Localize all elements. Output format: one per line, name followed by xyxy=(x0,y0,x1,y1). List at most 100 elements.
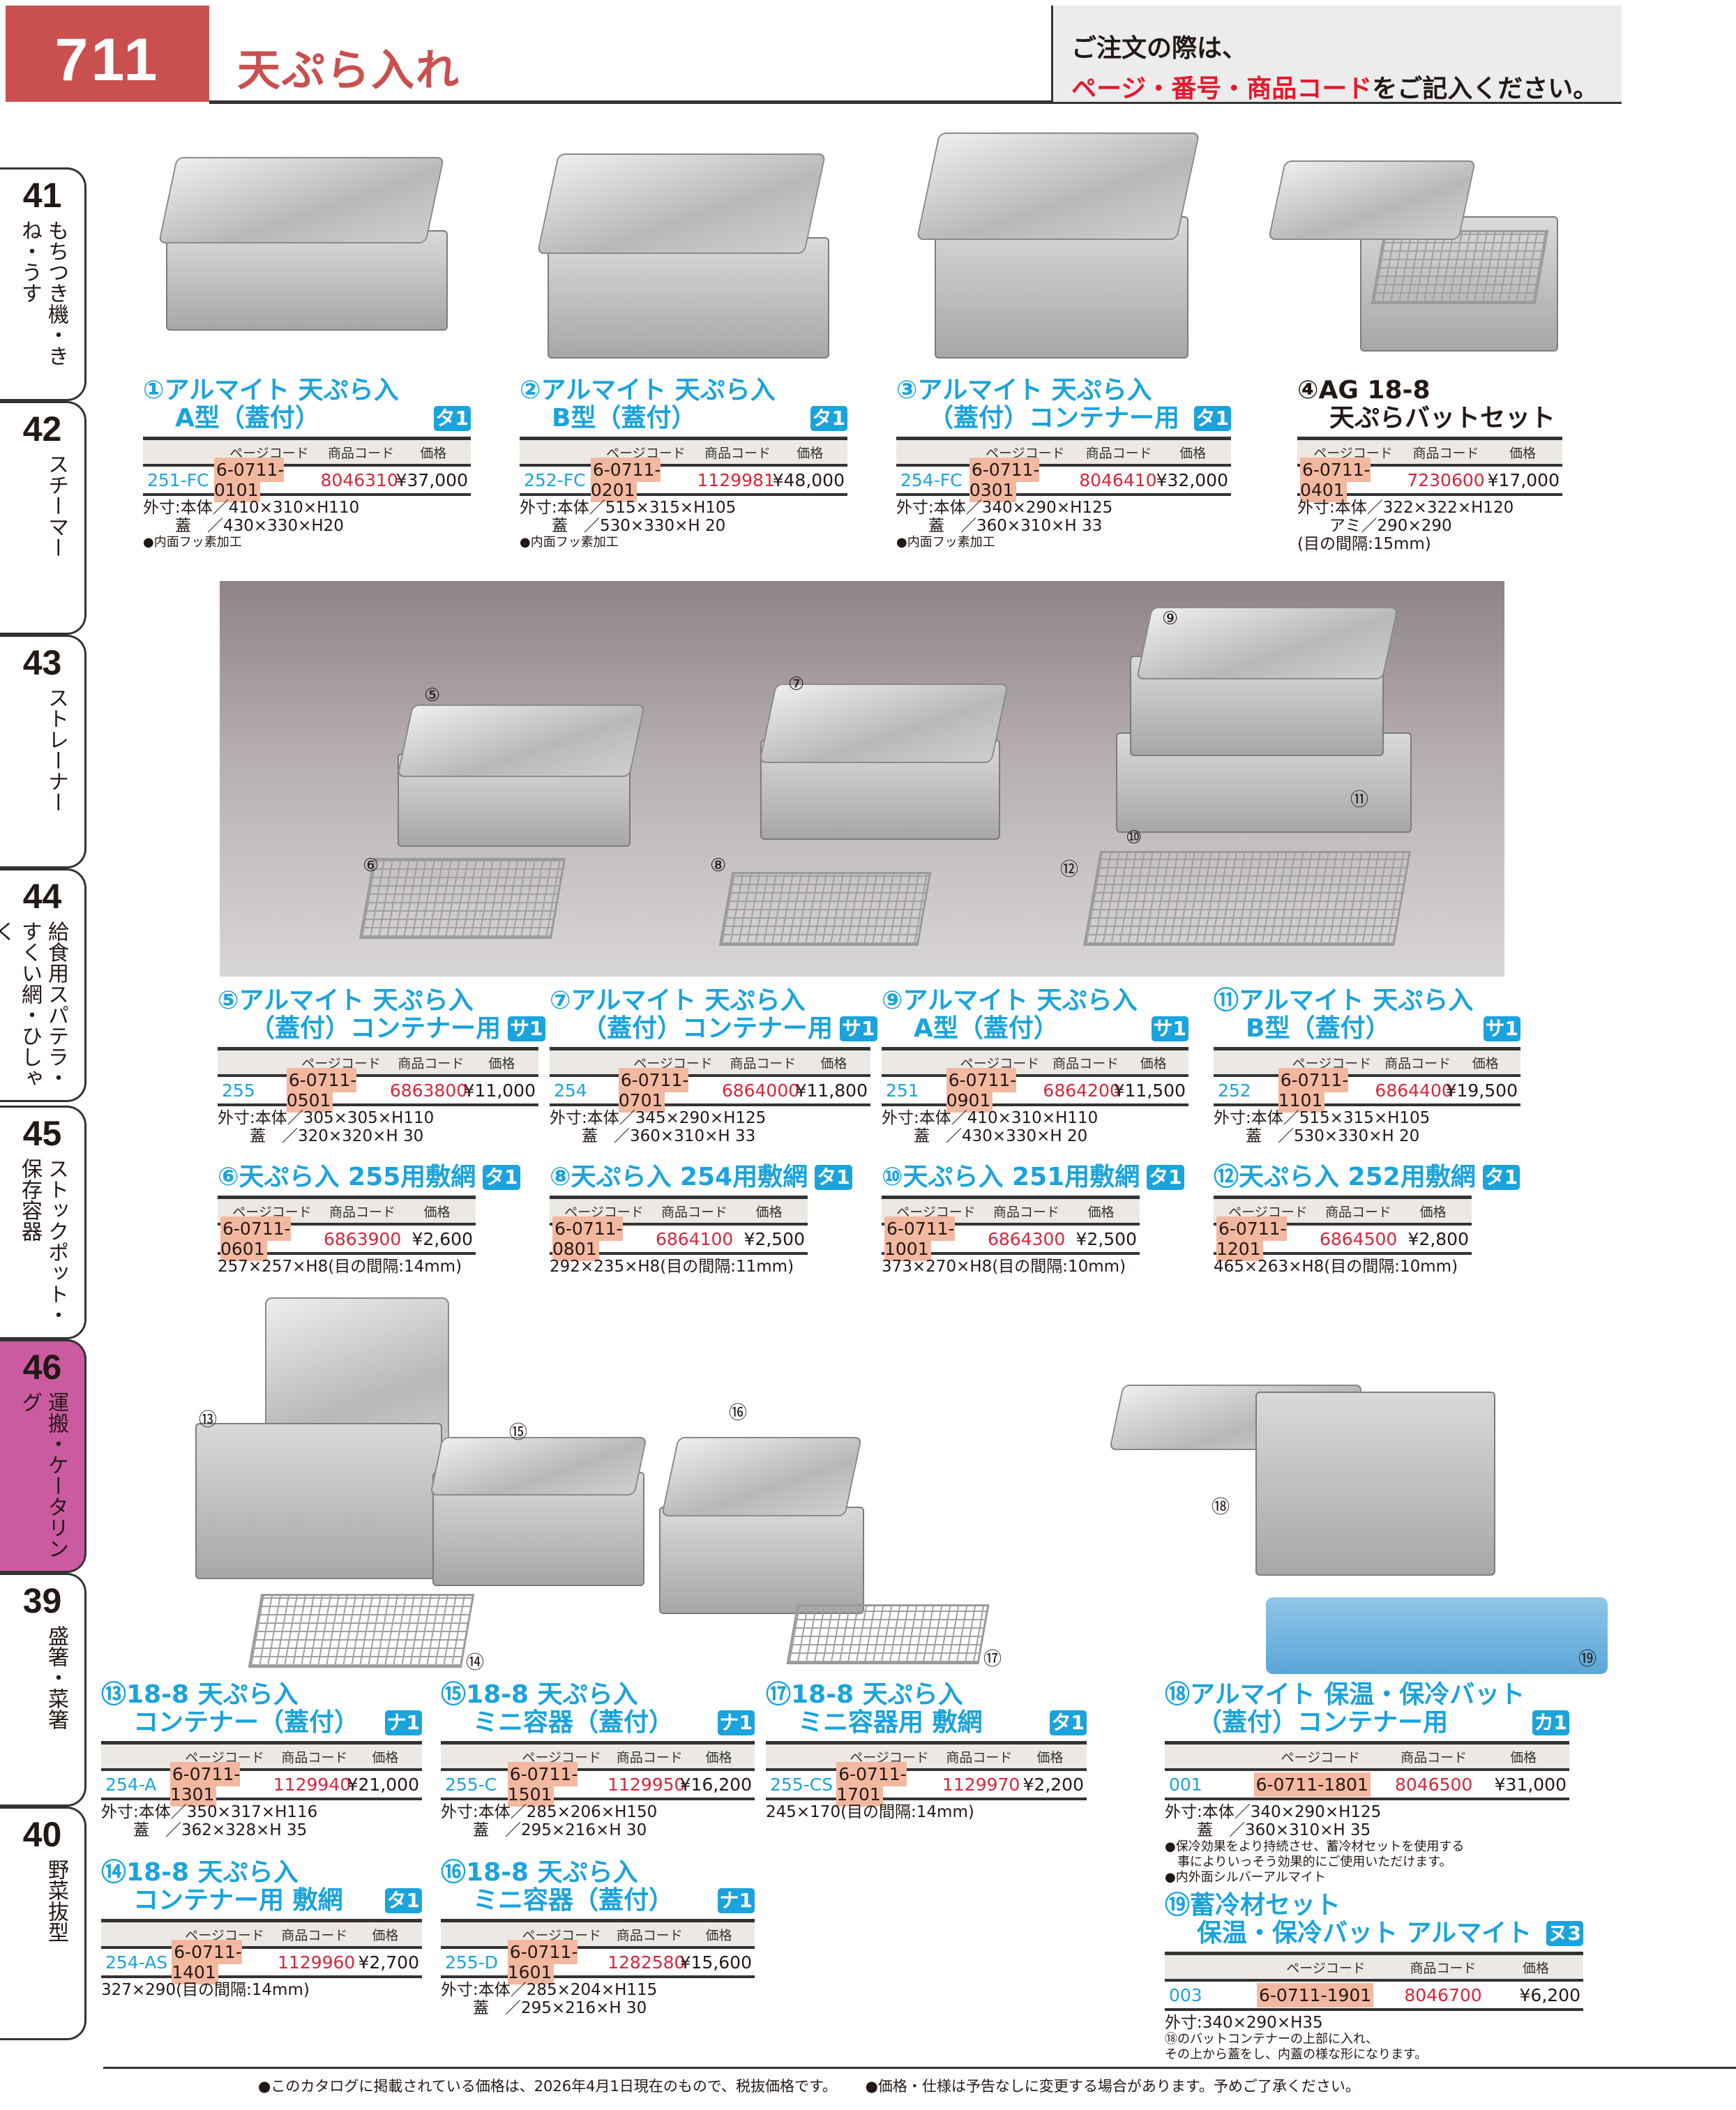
price-table-header: ページコード商品コード価格 xyxy=(896,440,1231,467)
price: ¥11,500 xyxy=(1113,1080,1186,1101)
header-page-code: ページコード xyxy=(633,1055,713,1071)
product-number: ⑩ xyxy=(882,1163,903,1191)
product-specs: 外寸:本体／322×322×H120 アミ／290×290(目の間隔:15mm) xyxy=(1297,499,1562,553)
section-tab-39[interactable]: 39 盛箸・菜箸 xyxy=(0,1573,86,1807)
price: ¥15,600 xyxy=(679,1952,752,1973)
item-code: 8046310 xyxy=(320,469,398,490)
product-title-line: ミニ容器（蓋付） xyxy=(473,1708,674,1737)
callout-10: ⑩ xyxy=(1126,827,1142,848)
catalog-page: 251 xyxy=(886,1080,919,1101)
header-page-code: ページコード xyxy=(522,1927,602,1943)
order-note-highlight: ページ・番号・商品コード xyxy=(1071,75,1373,103)
product-title-line: アルマイト 天ぷら入 xyxy=(903,986,1138,1015)
spec-line: 外寸:本体／285×206×H150 xyxy=(441,1803,658,1821)
price: ¥6,200 xyxy=(1519,1984,1580,2005)
product-title-line: A型（蓋付） xyxy=(175,404,320,432)
header-price: 価格 xyxy=(1140,1055,1167,1071)
product-specs: 外寸:本体／515×315×H105 蓋 ／530×330×H 20 xyxy=(520,499,847,535)
header-item-code: 商品コード xyxy=(616,1927,683,1943)
product-title-line: 18-8 天ぷら入 xyxy=(126,1858,299,1887)
note-line: ●内面フッ素加工 xyxy=(143,535,242,550)
tab-number: 43 xyxy=(22,643,62,682)
tab-number: 39 xyxy=(22,1581,62,1620)
order-note: ご注文の際は、 ページ・番号・商品コードをご記入ください。 xyxy=(1051,6,1622,103)
page-code: 6-0711-1201 xyxy=(1216,1216,1287,1261)
page-code: 6-0711-1501 xyxy=(507,1762,578,1807)
page-code: 6-0711-1101 xyxy=(1278,1068,1349,1113)
spec-line: 蓋 ／295×216×H 30 xyxy=(441,1999,647,2017)
product-number: ⑥ xyxy=(218,1163,239,1191)
spec-line: 327×290(目の間隔:14mm) xyxy=(101,1981,310,1999)
product-number: ⑤ xyxy=(218,986,239,1015)
page-code: 6-0711-1401 xyxy=(172,1940,242,1984)
header-price: 価格 xyxy=(705,1927,732,1943)
spec-line: 245×170(目の間隔:14mm) xyxy=(766,1803,974,1821)
spec-line: 外寸:本体／350×317×H116 xyxy=(101,1803,318,1821)
catalog-page: 255-C xyxy=(445,1774,497,1795)
product-title: ⑬18-8 天ぷら入コンテナー（蓋付）ナ1 xyxy=(101,1681,422,1737)
header-item-code: 商品コード xyxy=(704,445,771,461)
product-specs: 外寸:340×290×H35 xyxy=(1165,2014,1583,2032)
item-code: 1129940 xyxy=(273,1774,352,1795)
footer-note-price: ●このカタログに掲載されている価格は、2026年4月1日現在のもので、税抜価格で… xyxy=(258,2078,837,2095)
supplier-badge: サ1 xyxy=(1483,1016,1520,1041)
spec-line: (目の間隔:15mm) xyxy=(1297,535,1431,553)
price-table-header: ページコード商品コード価格 xyxy=(441,1744,755,1771)
catalog-page: 254-FC xyxy=(900,469,963,490)
item-code: 6864400 xyxy=(1375,1080,1453,1101)
spec-line: 外寸:本体／322×322×H120 xyxy=(1297,499,1514,517)
product-number: ② xyxy=(520,376,541,405)
product-title: ⑰18-8 天ぷら入ミニ容器用 敷網タ1 xyxy=(766,1681,1087,1737)
product-number: ⑦ xyxy=(550,986,571,1015)
product-title-line: AG 18-8 xyxy=(1318,376,1431,405)
header-item-code: 商品コード xyxy=(616,1749,683,1765)
price: ¥2,500 xyxy=(1075,1228,1137,1249)
price: ¥17,000 xyxy=(1487,469,1560,490)
callout-12: ⑫ xyxy=(1060,859,1079,880)
callout-5: ⑤ xyxy=(424,685,441,706)
header-item-code: 商品コード xyxy=(1412,445,1479,461)
callout-8: ⑧ xyxy=(710,855,727,876)
product-title-line: （蓋付）コンテナー用 xyxy=(250,1014,501,1043)
price-table-header: ページコード商品コード価格 xyxy=(1165,1955,1583,1982)
page-code: 6-0711-1301 xyxy=(169,1762,241,1807)
product-title: ⑱アルマイト 保温・保冷バット（蓋付）コンテナー用カ1 xyxy=(1165,1681,1569,1737)
product-title-line: 18-8 天ぷら入 xyxy=(466,1858,638,1887)
header-page-code: ページコード xyxy=(1292,1055,1372,1071)
supplier-badge: ナ1 xyxy=(384,1710,422,1735)
tab-label: 盛箸・菜箸 xyxy=(44,1625,68,1730)
tab-label: スチーマー xyxy=(44,453,68,558)
product-title: ⑮18-8 天ぷら入ミニ容器（蓋付）ナ1 xyxy=(441,1681,755,1737)
price: ¥2,200 xyxy=(1022,1774,1084,1795)
price: ¥2,600 xyxy=(412,1228,473,1249)
product-title-line: 天ぷら入 251用敷網 xyxy=(903,1163,1140,1191)
spec-line: 外寸:本体／345×290×H125 xyxy=(550,1109,767,1127)
product-notes: ●内面フッ素加工 xyxy=(896,535,1231,550)
product-title-line: B型（蓋付） xyxy=(552,404,697,432)
